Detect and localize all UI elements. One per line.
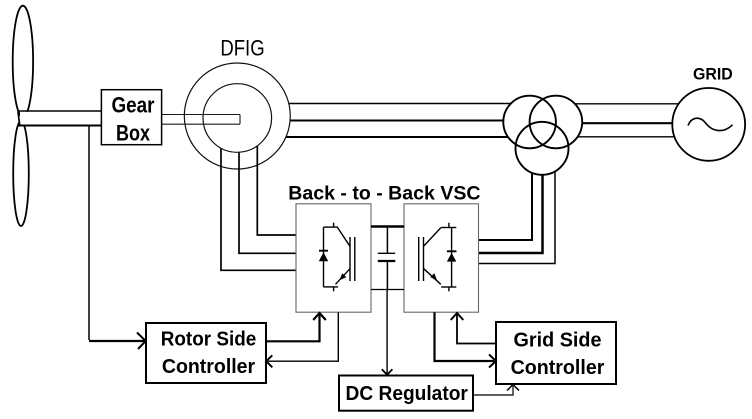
svg-text:Controller: Controller (162, 356, 256, 378)
svg-text:Rotor Side: Rotor Side (161, 328, 257, 350)
svg-text:Box: Box (116, 120, 151, 145)
svg-text:Gear: Gear (112, 93, 155, 118)
svg-text:DC Regulator: DC Regulator (346, 383, 468, 405)
svg-text:DFIG: DFIG (220, 36, 264, 61)
svg-text:Grid Side: Grid Side (514, 329, 602, 351)
svg-text:Back - to - Back VSC: Back - to - Back VSC (288, 183, 480, 205)
svg-text:GRID: GRID (693, 65, 733, 84)
svg-text:Controller: Controller (511, 357, 605, 379)
